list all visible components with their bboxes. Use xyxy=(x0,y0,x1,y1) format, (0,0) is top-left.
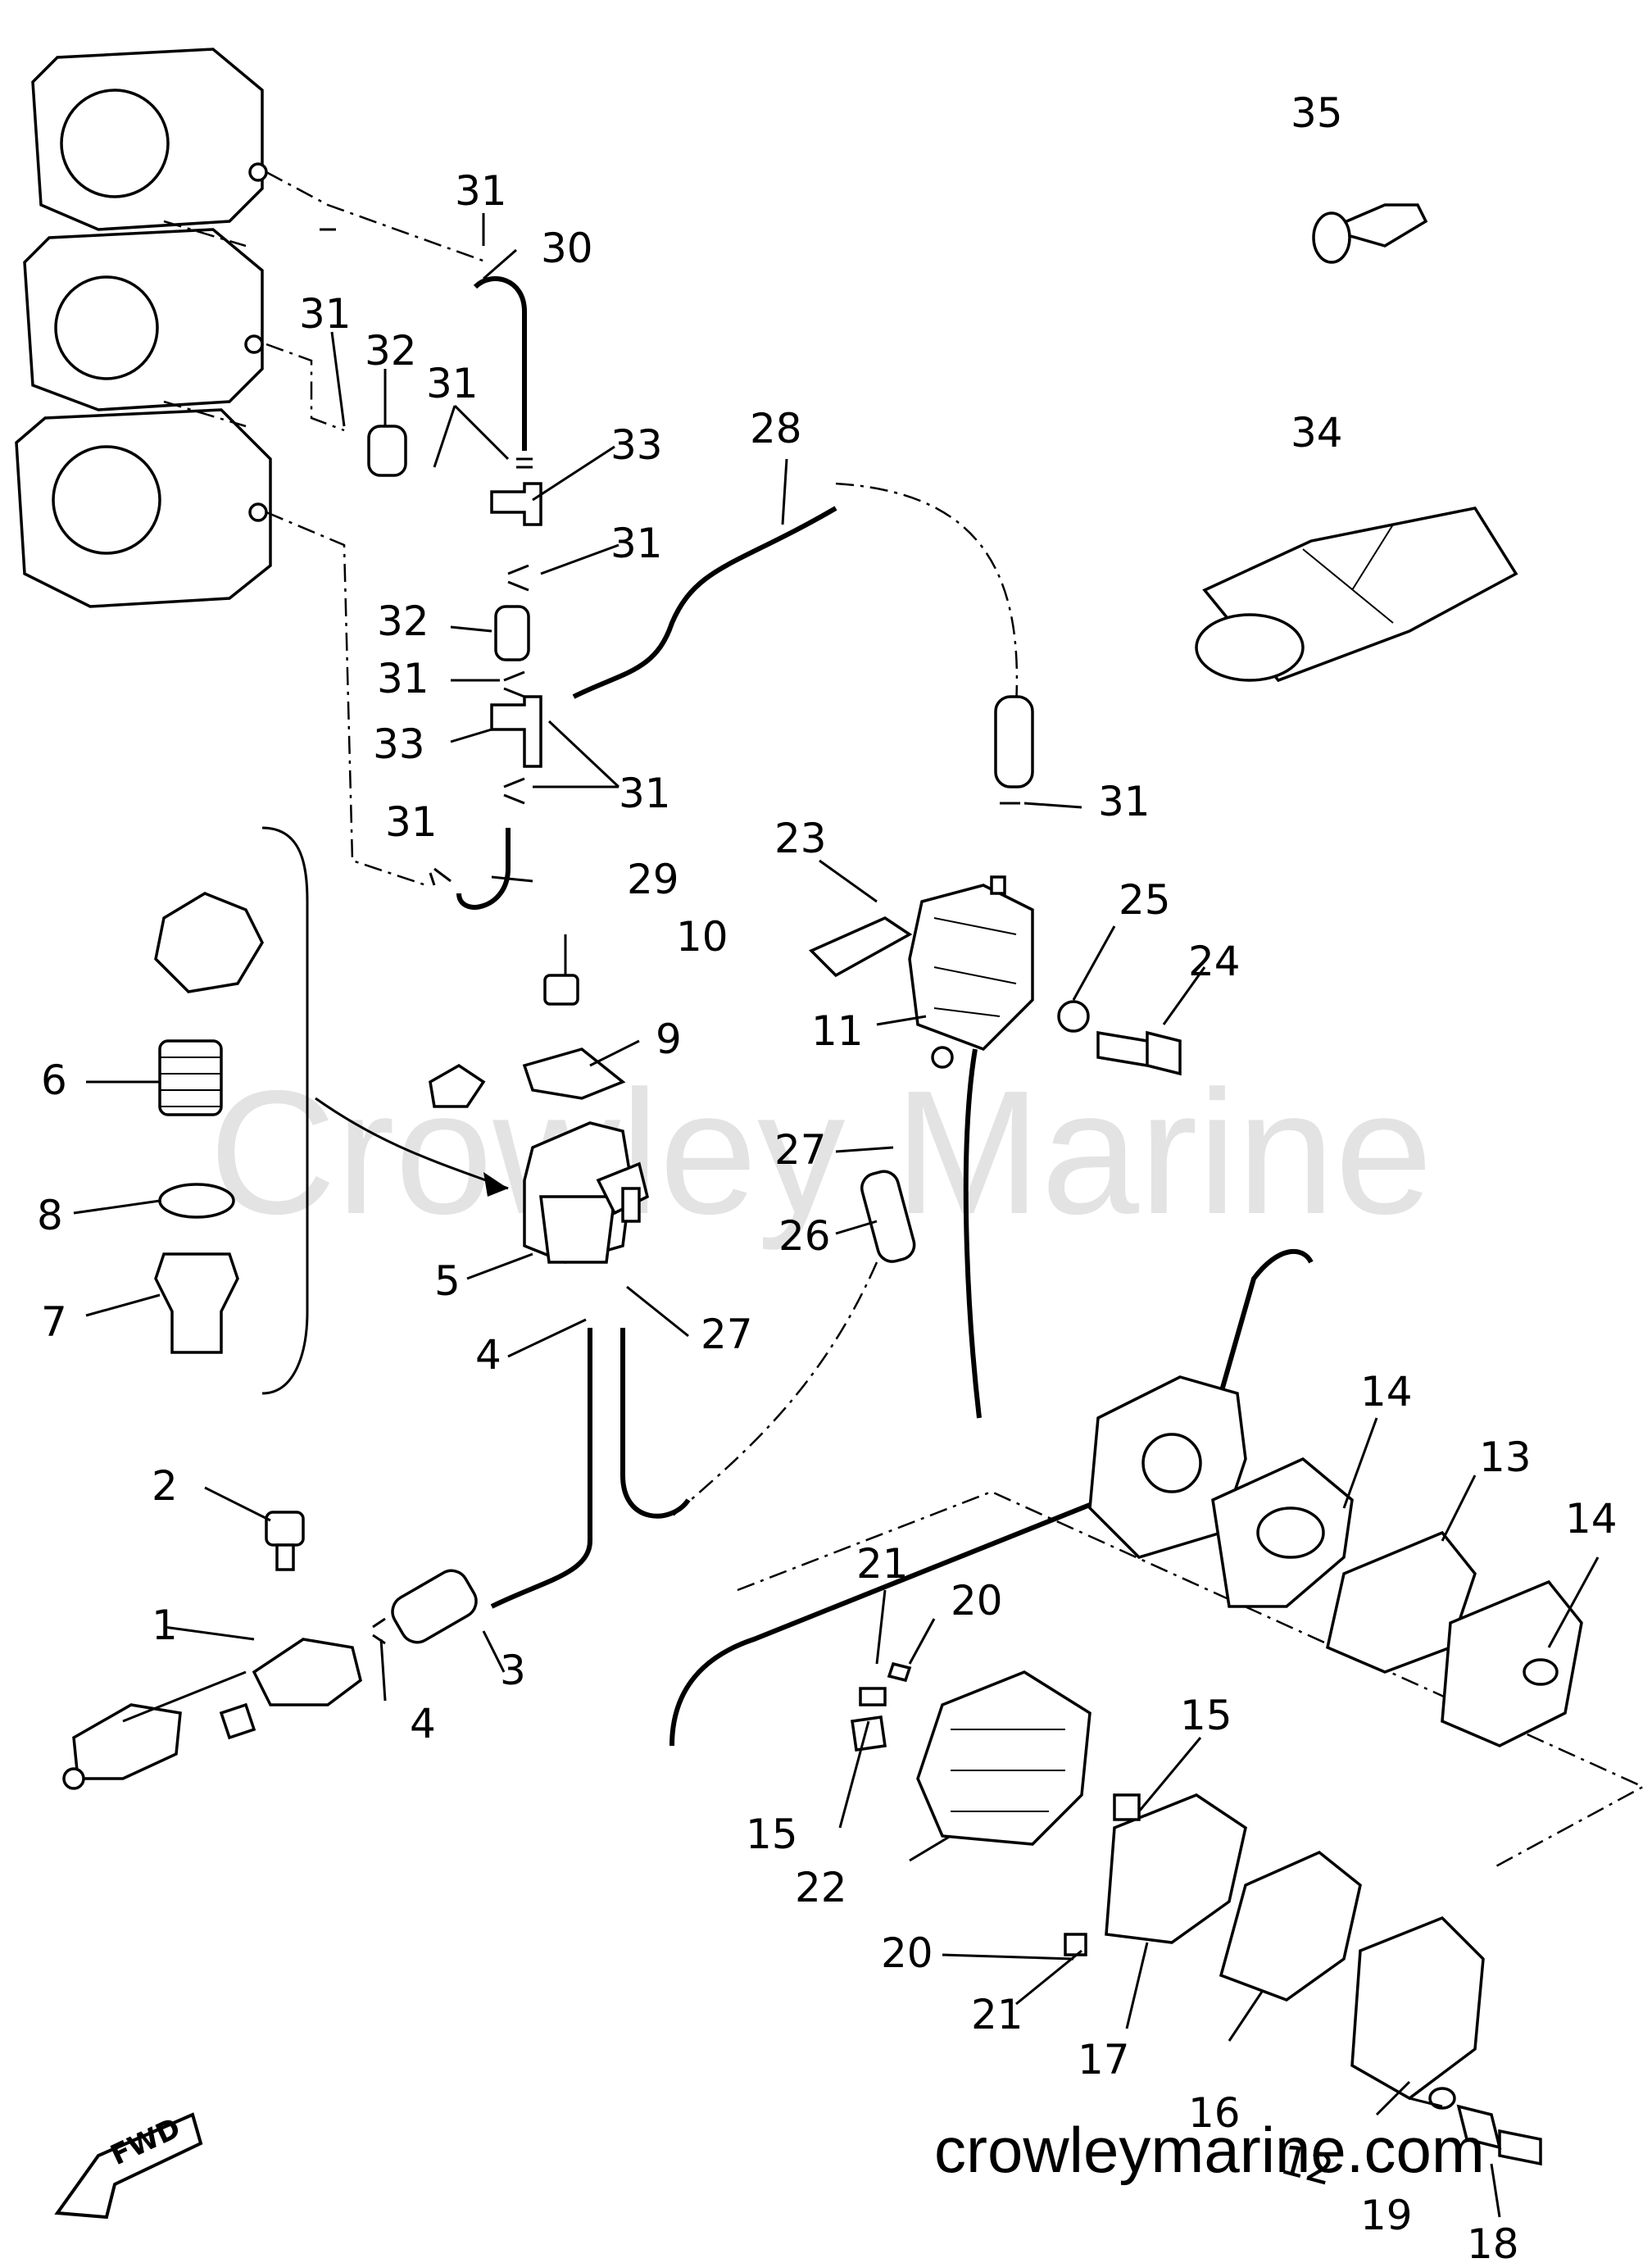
label-11: 11 xyxy=(811,1007,864,1055)
label-31: 31 xyxy=(426,360,479,407)
label-20: 20 xyxy=(951,1577,1003,1625)
label-13: 13 xyxy=(1479,1434,1532,1481)
label-21: 21 xyxy=(971,1991,1023,2038)
label-15: 15 xyxy=(1180,1692,1232,1739)
label-20: 20 xyxy=(881,1929,933,1977)
label-33: 33 xyxy=(373,720,425,768)
label-22: 22 xyxy=(795,1864,847,1911)
fwd-arrow: FWD xyxy=(54,2111,203,2220)
bolt-24 xyxy=(1096,1030,1182,1076)
label-7: 7 xyxy=(41,1298,67,1346)
label-5: 5 xyxy=(434,1257,461,1305)
label-32: 32 xyxy=(377,598,429,645)
part-labels: 35 34 31 30 31 32 31 33 28 31 32 31 33 3… xyxy=(37,89,1618,2263)
gasket-23 xyxy=(808,916,913,978)
label-15: 15 xyxy=(746,1811,798,1858)
short-hose xyxy=(994,695,1034,788)
label-27: 27 xyxy=(701,1311,753,1358)
fuel-pump-assembly xyxy=(808,875,1182,1076)
label-31: 31 xyxy=(377,655,429,702)
carburetor-assembly xyxy=(15,48,272,608)
label-33: 33 xyxy=(610,421,663,469)
label-27: 27 xyxy=(774,1126,827,1174)
clips-31 xyxy=(320,228,1020,883)
label-19: 19 xyxy=(1360,2192,1413,2239)
label-8: 8 xyxy=(37,1192,63,1239)
t-joint-33-upper xyxy=(490,482,542,526)
label-3: 3 xyxy=(500,1647,526,1694)
t-joint-33-lower xyxy=(490,695,542,768)
label-1: 1 xyxy=(152,1602,178,1649)
hose-30 xyxy=(473,276,527,451)
label-14: 14 xyxy=(1565,1495,1618,1543)
label-32: 32 xyxy=(365,327,417,375)
label-31: 31 xyxy=(610,520,663,567)
label-17: 17 xyxy=(1078,2036,1130,2084)
fuel-joint-1 xyxy=(62,1511,386,1790)
leader-lines xyxy=(73,213,1600,2218)
label-2: 2 xyxy=(152,1462,178,1510)
label-31: 31 xyxy=(1098,778,1150,825)
fuel-filter-5 xyxy=(429,974,650,1264)
hose-29 xyxy=(456,828,511,910)
label-10: 10 xyxy=(676,913,728,961)
label-30: 30 xyxy=(541,225,593,272)
footer-url: crowleymarine.com xyxy=(934,2114,1485,2186)
fitting-35 xyxy=(1312,203,1428,264)
label-25: 25 xyxy=(1119,876,1171,924)
filter-detail xyxy=(154,892,264,1354)
label-24: 24 xyxy=(1188,938,1241,985)
label-29: 29 xyxy=(627,856,679,903)
nut-10 xyxy=(543,974,579,1006)
label-31: 31 xyxy=(619,770,671,817)
label-4: 4 xyxy=(475,1331,502,1379)
label-28: 28 xyxy=(750,405,802,452)
label-9: 9 xyxy=(656,1016,682,1063)
label-4: 4 xyxy=(410,1700,436,1747)
silencer-34 xyxy=(1195,507,1518,683)
label-31: 31 xyxy=(299,290,352,338)
hose-26 xyxy=(860,1170,916,1263)
label-31: 31 xyxy=(455,167,507,215)
label-21: 21 xyxy=(856,1540,909,1588)
label-35: 35 xyxy=(1291,89,1343,137)
hose-28 xyxy=(572,506,837,699)
label-6: 6 xyxy=(41,1057,67,1104)
screw-18 xyxy=(1456,2104,1542,2166)
label-26: 26 xyxy=(778,1212,831,1260)
hose-3 xyxy=(490,1328,592,1609)
label-23: 23 xyxy=(774,815,827,862)
bolt-2 xyxy=(265,1511,305,1547)
label-16: 16 xyxy=(1188,2089,1241,2137)
label-34: 34 xyxy=(1291,409,1343,457)
joint-32-lower xyxy=(494,605,530,661)
joint-32-upper xyxy=(367,425,407,477)
label-18: 18 xyxy=(1467,2220,1519,2263)
bracket-9 xyxy=(522,1047,626,1100)
pump-exploded xyxy=(851,1375,1583,2166)
label-31: 31 xyxy=(385,798,438,846)
label-14: 14 xyxy=(1360,1368,1413,1416)
